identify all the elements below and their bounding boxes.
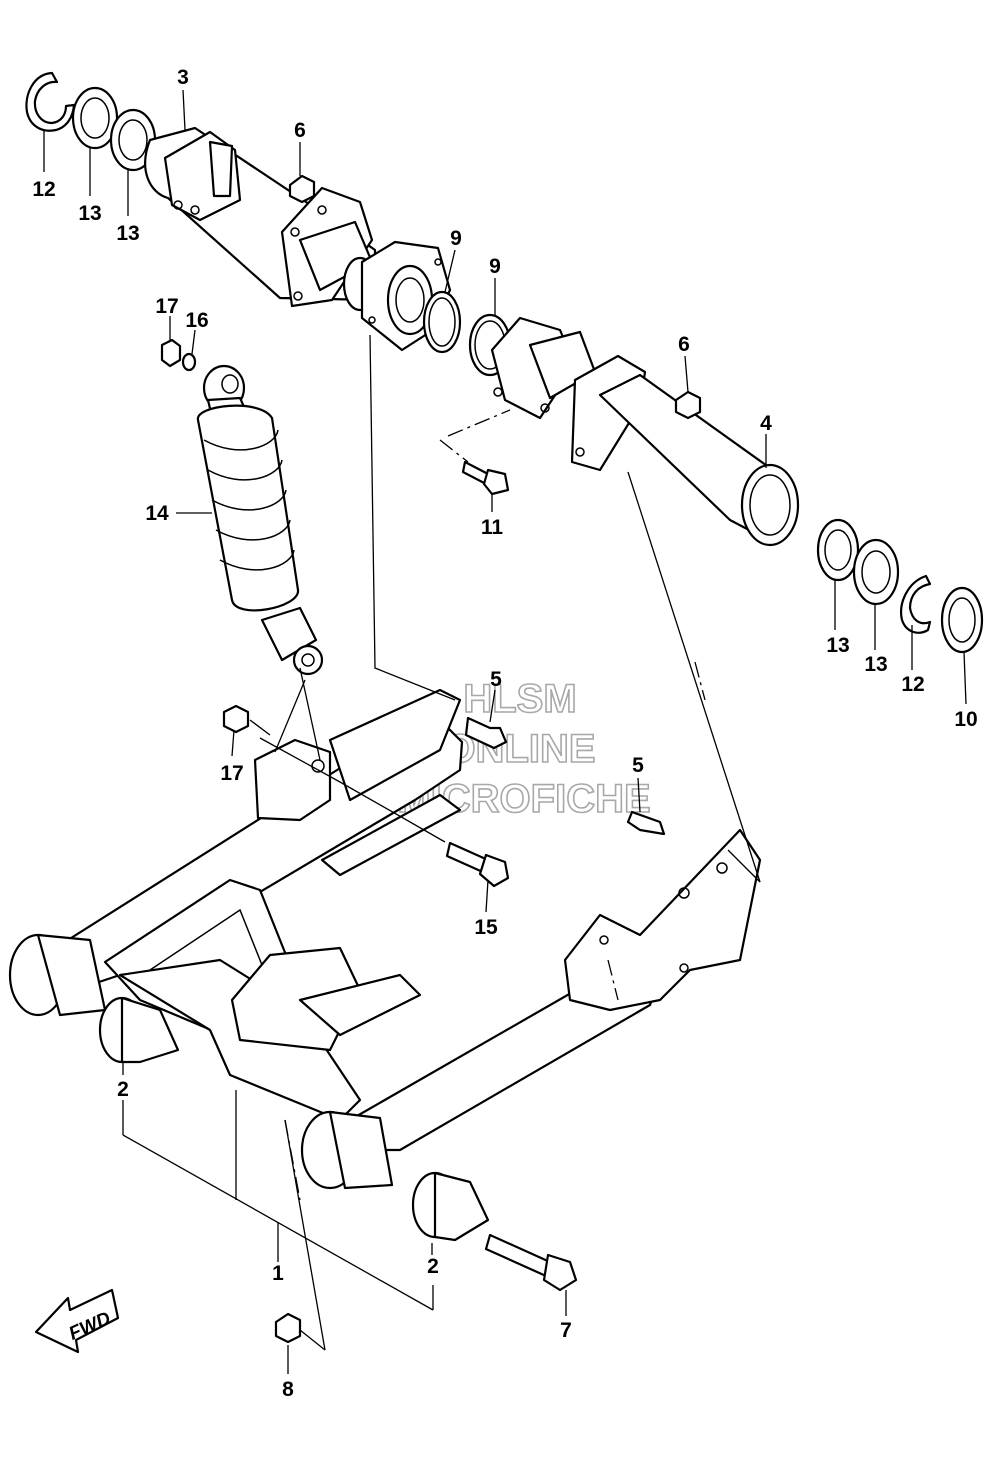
callout-numbers: 12 13 13 3 6 9 9 6 4 17 16 14 11 13 13 1… (32, 66, 977, 1401)
callout-1: 1 (272, 1262, 284, 1285)
swingarm (8, 688, 762, 1344)
pivot-boss-right-side (328, 1110, 394, 1190)
bolt-5-upper (464, 716, 508, 750)
callout-12-right: 12 (901, 673, 924, 696)
callout-8: 8 (282, 1378, 294, 1401)
callout-6-left: 6 (294, 119, 306, 142)
assembly-lines (235, 334, 761, 1351)
washer-16 (181, 352, 197, 372)
callout-3: 3 (177, 66, 189, 89)
callout-11: 11 (481, 516, 504, 539)
callout-5-lower: 5 (632, 754, 644, 777)
callout-15: 15 (474, 916, 498, 939)
callout-13-c: 13 (826, 634, 849, 657)
watermark-line1: HLSM (463, 677, 576, 721)
callout-16: 16 (185, 309, 208, 332)
circlip-left (25, 71, 76, 132)
callout-10: 10 (954, 708, 977, 731)
bushing-2-left-body (120, 996, 180, 1064)
oil-seal-10 (940, 586, 984, 654)
bolt-5-lower (626, 810, 666, 836)
nut-6-left (288, 174, 316, 204)
callout-13-a: 13 (78, 202, 101, 225)
shaft-lug (208, 140, 234, 198)
nut-6-right (674, 390, 702, 420)
bolt-11-head (482, 468, 510, 496)
callout-leaders (43, 89, 967, 1374)
center-mount-tab (298, 973, 422, 1037)
callout-13-d: 13 (864, 653, 887, 676)
bearing-3 (816, 518, 860, 582)
shock-mount (253, 738, 332, 822)
callout-6-right: 6 (678, 333, 690, 356)
callout-9-right: 9 (489, 255, 501, 278)
pivot-shaft-left (25, 71, 462, 354)
bolt-7-head (542, 1253, 578, 1292)
rear-fork-right (563, 828, 762, 1012)
pivot-shaft-right (461, 313, 984, 654)
callout-13-b: 13 (116, 222, 139, 245)
bearing-4 (852, 538, 900, 606)
callout-5-upper: 5 (490, 668, 502, 691)
callout-7: 7 (560, 1319, 572, 1342)
rear-shock-absorber (160, 338, 324, 676)
bushing-2-right-body (433, 1171, 490, 1242)
right-shaft-end (740, 463, 800, 547)
callout-12-left: 12 (32, 178, 55, 201)
callout-2-left: 2 (117, 1078, 129, 1101)
shock-bottom-eye (292, 644, 324, 676)
callout-17-top: 17 (155, 295, 178, 318)
callout-9-left: 9 (450, 227, 462, 250)
shock-spring (196, 404, 300, 612)
shock-bracket-top (328, 688, 462, 802)
bolt-15-head (478, 853, 510, 888)
circlip-right (900, 574, 932, 634)
nut-17-lower (222, 704, 250, 734)
bolt-7 (484, 1233, 552, 1278)
fwd-direction-arrow: FWD (34, 1288, 120, 1354)
o-ring-left (422, 290, 462, 354)
callout-17-lower: 17 (220, 762, 243, 785)
nut-17-top (160, 338, 182, 368)
nut-8 (274, 1312, 302, 1344)
callout-4: 4 (760, 412, 772, 435)
callout-2-right: 2 (427, 1255, 439, 1278)
fwd-arrow-icon (34, 1288, 120, 1354)
callout-14: 14 (145, 502, 169, 525)
